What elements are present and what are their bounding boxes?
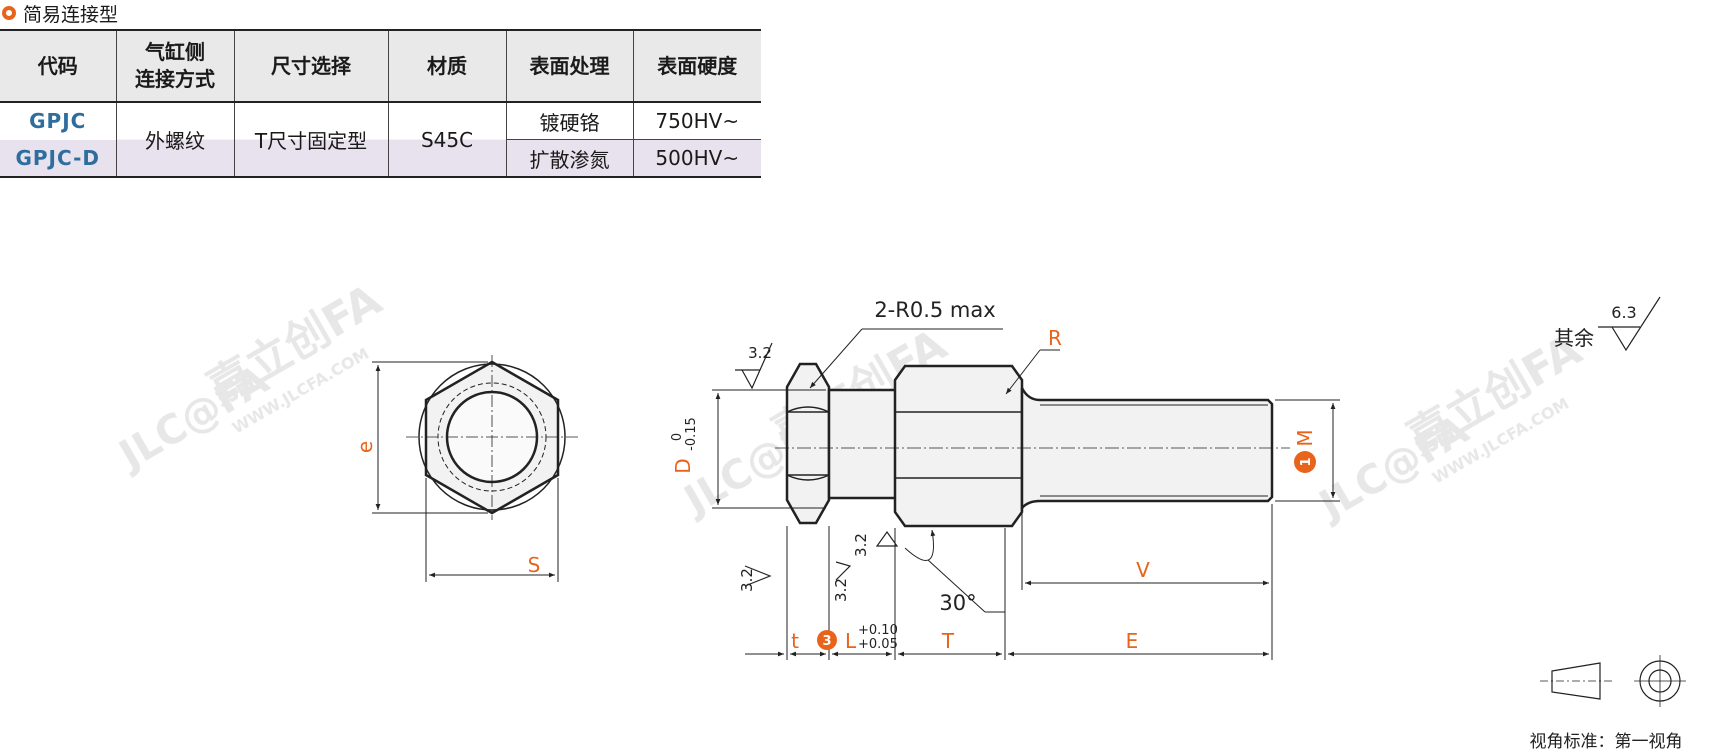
projection-label: 视角标准：第一视角 xyxy=(1530,732,1683,752)
header-size: 尺寸选择 xyxy=(234,29,389,103)
angle-label: 30° xyxy=(939,591,976,615)
corner-radius-label: 2-R0.5 max xyxy=(874,298,995,322)
cell-connection: 外螺纹 xyxy=(116,102,235,178)
other-roughness-value: 6.3 xyxy=(1611,303,1636,322)
table-row: GPJC 外螺纹 T尺寸固定型 S45C 镀硬铬 750HV~ xyxy=(0,102,761,178)
cell-hardness: 750HV~ xyxy=(633,102,761,140)
section-title: 简易连接型 xyxy=(23,3,119,26)
cell-material: S45C xyxy=(388,102,507,178)
roughness-label: 3.2 xyxy=(738,568,756,592)
hex-end-view xyxy=(372,355,578,582)
side-view xyxy=(712,296,1686,707)
table-row: GPJC-D 扩散渗氮 500HV~ xyxy=(0,139,761,178)
dim-L-tol-lower: +0.05 xyxy=(858,637,898,652)
other-roughness-label: 其余 xyxy=(1554,326,1594,350)
dim-L-label: L xyxy=(845,629,857,653)
roughness-label: 3.2 xyxy=(832,578,850,602)
dim-D-label: D xyxy=(671,458,695,473)
callout-badge-1 xyxy=(1294,451,1316,473)
dim-t-label: t xyxy=(791,629,799,653)
callout-badge-1-number: 1 xyxy=(1299,457,1314,466)
cell-size: T尺寸固定型 xyxy=(234,102,389,178)
cell-hardness: 500HV~ xyxy=(633,139,761,178)
cell-code: GPJC-D xyxy=(0,139,117,178)
cell-treatment: 扩散渗氮 xyxy=(506,139,634,178)
roughness-label: 3.2 xyxy=(852,533,870,557)
dim-D-tol-lower: -0.15 xyxy=(684,417,699,451)
cell-treatment: 镀硬铬 xyxy=(506,102,634,140)
dim-T-label: T xyxy=(941,629,955,653)
section-header: 简易连接型 xyxy=(0,0,118,26)
header-code: 代码 xyxy=(0,29,117,103)
dim-V-label: V xyxy=(1136,558,1150,582)
dim-E-label: E xyxy=(1126,629,1139,653)
header-material: 材质 xyxy=(388,29,507,103)
circle-marker-icon xyxy=(2,6,16,20)
spec-table: 代码 气缸侧连接方式 尺寸选择 材质 表面处理 表面硬度 GPJC 外螺纹 T尺… xyxy=(0,29,761,178)
dim-L-tol-upper: +0.10 xyxy=(858,623,898,638)
table-header-row: 代码 气缸侧连接方式 尺寸选择 材质 表面处理 表面硬度 xyxy=(0,29,761,103)
dim-D-tol-upper: 0 xyxy=(670,433,685,441)
dim-R-label: R xyxy=(1048,326,1062,350)
header-hardness: 表面硬度 xyxy=(633,29,761,103)
cell-code: GPJC xyxy=(0,102,117,140)
header-connection: 气缸侧连接方式 xyxy=(116,29,235,103)
callout-badge-3 xyxy=(817,630,837,650)
dim-e-label: e xyxy=(353,441,377,453)
dim-S-label: S xyxy=(528,553,541,577)
header-treatment: 表面处理 xyxy=(506,29,634,103)
callout-badge-3-number: 3 xyxy=(822,634,831,649)
dim-M-label: M xyxy=(1293,429,1317,446)
roughness-label: 3.2 xyxy=(748,344,772,362)
